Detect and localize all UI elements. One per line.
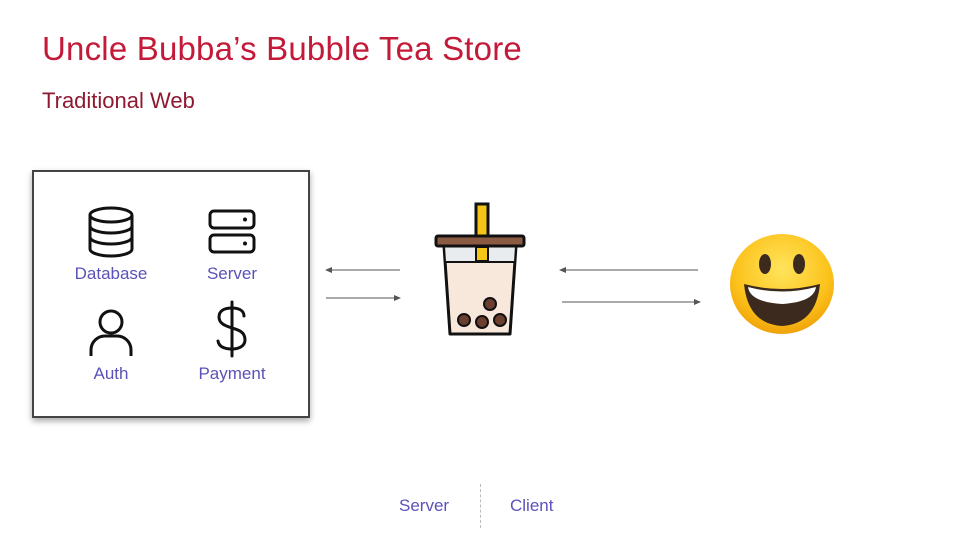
payment-label: Payment [198,364,266,383]
server-label: Server [206,264,258,283]
database-label: Database [74,264,148,283]
server-tile: Server [172,206,292,284]
payment-tile: Payment [172,300,292,384]
user-icon [89,309,133,356]
side-divider [480,484,481,528]
backend-group: Database Server Auth Payment [32,170,310,418]
server-icon [208,209,256,254]
auth-tile: Auth [51,306,171,384]
grinning-face-icon [730,234,834,334]
client-side-label: Client [510,496,554,515]
database-tile: Database [51,206,171,284]
page-subtitle: Traditional Web [42,88,195,113]
auth-label: Auth [93,364,129,383]
bubble-tea-icon [434,202,526,336]
page-title: Uncle Bubba’s Bubble Tea Store [42,30,522,67]
server-side-label: Server [399,496,450,515]
dollar-icon [216,300,247,358]
database-icon [88,206,134,258]
